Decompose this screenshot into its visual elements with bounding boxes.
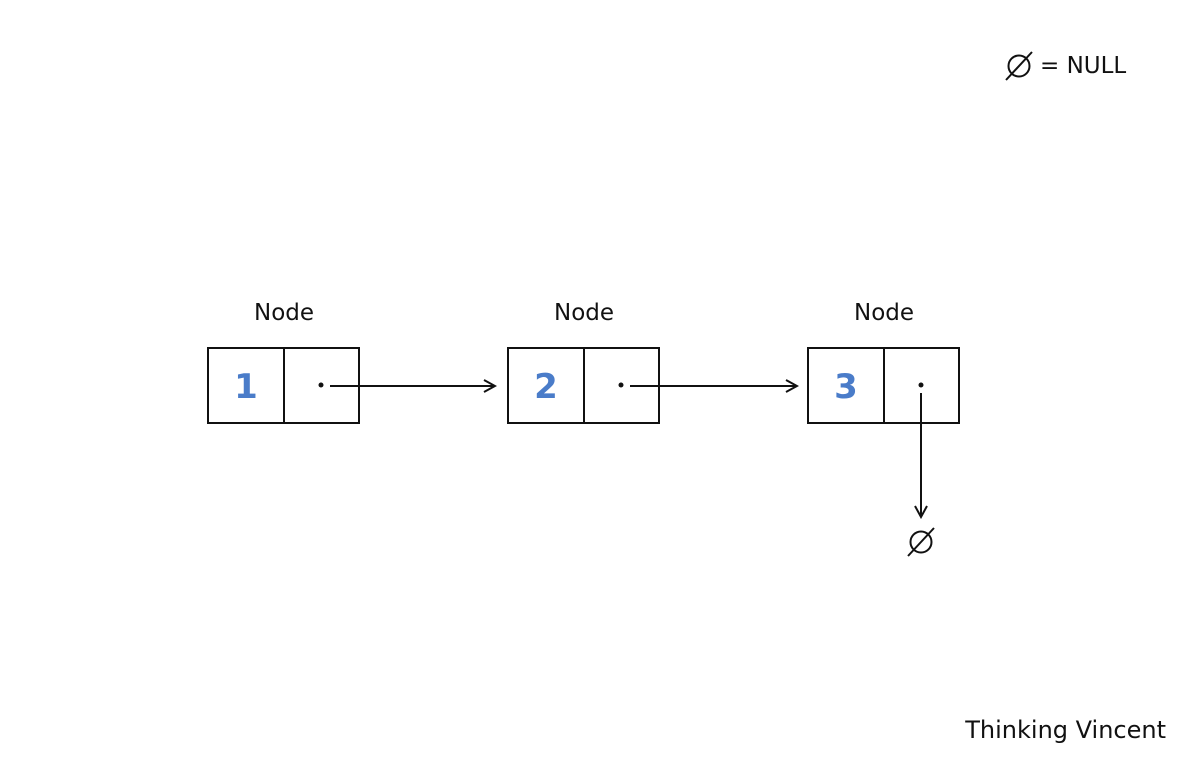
node-1-pointer-dot bbox=[318, 382, 324, 388]
node-1-value: 1 bbox=[234, 367, 258, 407]
node-3-title: Node bbox=[854, 300, 914, 326]
empty-set-icon bbox=[907, 527, 935, 557]
node-3-value: 3 bbox=[834, 367, 858, 407]
null-legend: = NULL bbox=[1004, 49, 1126, 83]
node-2-pointer-dot bbox=[618, 382, 624, 388]
node-2-title: Node bbox=[554, 300, 614, 326]
empty-set-icon bbox=[1005, 51, 1033, 81]
null-legend-label: = NULL bbox=[1040, 53, 1127, 79]
node-1-title: Node bbox=[254, 300, 314, 326]
node-2-value: 2 bbox=[534, 367, 558, 407]
node-1: Node 1 bbox=[207, 300, 360, 424]
node-2: Node 2 bbox=[507, 300, 660, 424]
author-watermark: Thinking Vincent bbox=[965, 716, 1166, 744]
node-3: Node 3 bbox=[807, 300, 960, 424]
node-3-pointer-dot bbox=[918, 382, 924, 388]
